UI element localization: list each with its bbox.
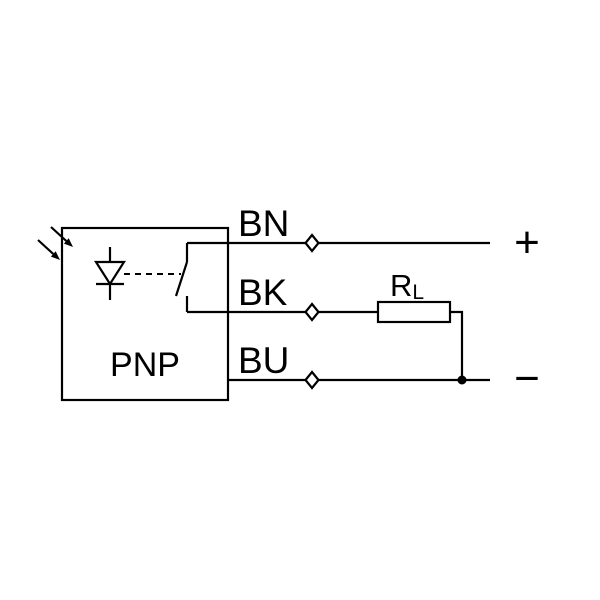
device-type-label: PNP — [110, 346, 180, 384]
wire-label-bu: BU — [238, 340, 289, 381]
light-arrows-icon — [37, 226, 73, 260]
terminal-diamond-icon — [304, 302, 320, 322]
minus-polarity-label: − — [514, 354, 540, 403]
load-resistor-label: RL — [390, 268, 424, 304]
wire-label-bn: BN — [238, 203, 289, 244]
terminal-diamond-icon — [304, 233, 320, 253]
sensor-body-box — [60, 226, 230, 402]
photodiode-icon — [93, 247, 127, 300]
plus-polarity-label: + — [514, 218, 540, 267]
load-resistor-box — [376, 300, 452, 324]
junction-dot-icon — [457, 375, 467, 385]
switch-contact-icon — [174, 243, 189, 312]
terminal-diamond-icon — [304, 370, 320, 390]
wire-label-bk: BK — [238, 272, 288, 313]
wire-resistor-branch — [450, 310, 464, 380]
